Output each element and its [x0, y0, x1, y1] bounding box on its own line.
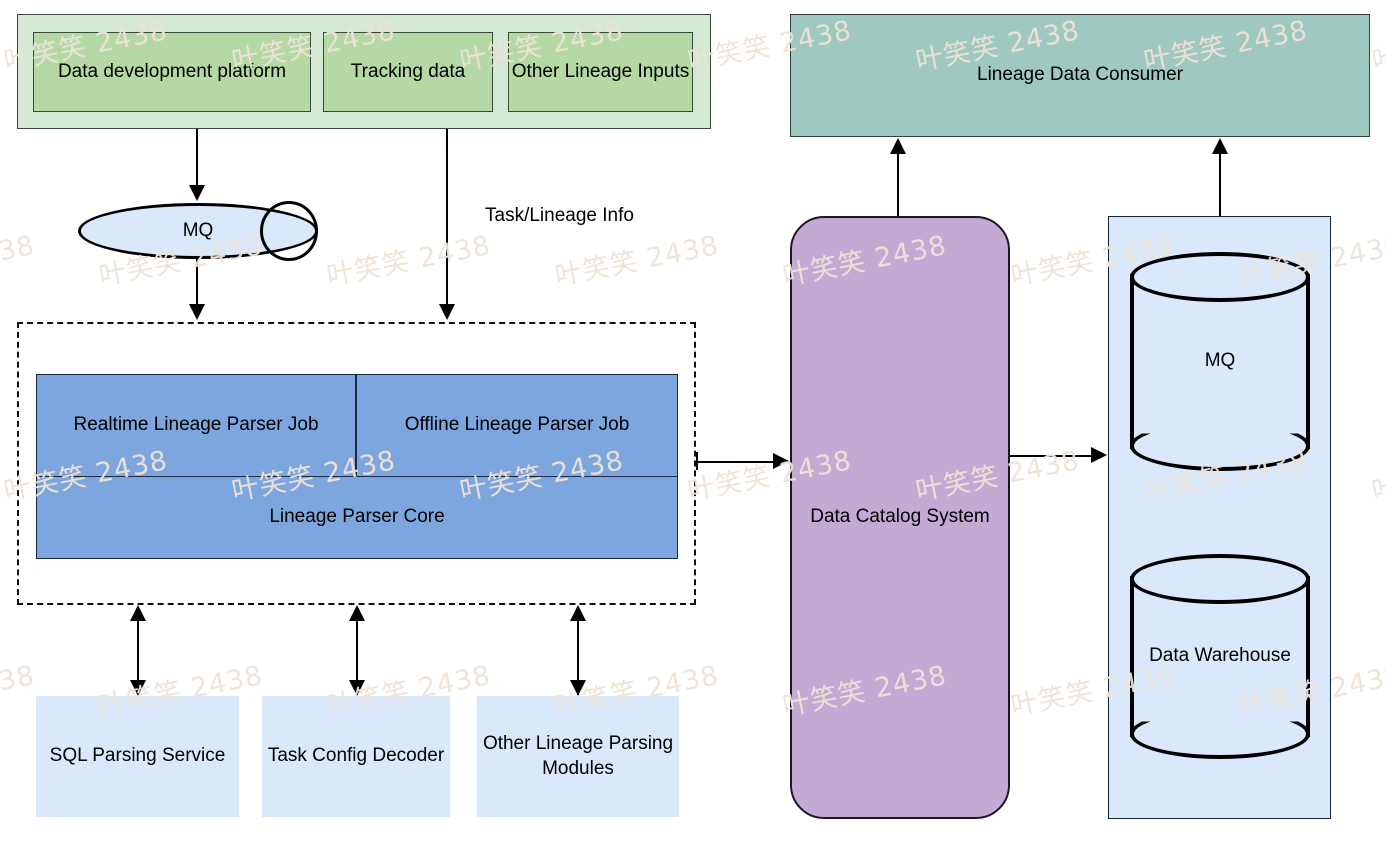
arrow-up-sql-parsing	[130, 605, 146, 621]
arrow-down-sql-parsing	[130, 680, 146, 696]
support-module-label: Task Config Decoder	[267, 745, 445, 767]
arrow-down-task-config	[349, 680, 365, 696]
storage-mq-body	[1130, 274, 1310, 449]
connector-tracking-to-parser	[446, 129, 448, 306]
connector-parser-to-other-modules	[577, 607, 579, 695]
connector-sources-to-mq	[196, 129, 198, 187]
storage-mq-top-ellipse	[1130, 252, 1310, 302]
arrow-sources-to-mq	[189, 185, 205, 201]
connector-parser-to-catalog	[696, 461, 774, 463]
connector-catalog-to-consumer	[897, 152, 899, 216]
source-label: Data development platform	[57, 60, 287, 82]
arrow-catalog-to-storage	[1091, 447, 1107, 463]
parser-job-label: Realtime Lineage Parser Job	[73, 414, 319, 436]
watermark-text: 叶笑笑 2438	[1369, 15, 1386, 78]
storage-data-warehouse-cylinder[interactable]: Data Warehouse	[1130, 554, 1310, 759]
connector-parser-to-sql-parsing	[137, 607, 139, 695]
connector-mq-to-parser	[196, 258, 198, 306]
storage-data-warehouse-top-ellipse	[1130, 554, 1310, 604]
source-box-other-lineage-inputs[interactable]: Other Lineage Inputs	[508, 32, 693, 112]
watermark-text: 叶笑笑 2438	[552, 230, 722, 293]
watermark-text: 叶笑笑 2438	[0, 230, 38, 292]
support-module-label: Other Lineage Parsing Modules	[482, 733, 674, 779]
watermark-text: 叶笑笑 2438	[324, 230, 494, 293]
lineage-data-consumer[interactable]: Lineage Data Consumer	[790, 14, 1370, 137]
arrow-mq-to-parser	[189, 304, 205, 320]
support-module-task-config-decoder[interactable]: Task Config Decoder	[262, 696, 450, 817]
arrow-up-other-modules	[570, 605, 586, 621]
lineage-data-consumer-label: Lineage Data Consumer	[977, 64, 1183, 86]
connector-catalog-to-storage	[1010, 455, 1092, 457]
mq-queue-end-cap	[260, 201, 318, 261]
source-box-data-development-platform[interactable]: Data development platform	[33, 32, 311, 112]
source-box-tracking-data[interactable]: Tracking data	[323, 32, 493, 112]
arrow-down-other-modules	[570, 680, 586, 696]
lineage-parser-zone	[17, 322, 696, 605]
parser-job-offline[interactable]: Offline Lineage Parser Job	[356, 374, 678, 477]
data-catalog-system[interactable]: Data Catalog System	[790, 216, 1010, 819]
parser-job-label: Offline Lineage Parser Job	[404, 414, 630, 436]
connector-parser-to-task-config	[356, 607, 358, 695]
lineage-parser-core[interactable]: Lineage Parser Core	[36, 476, 678, 559]
storage-data-warehouse-label: Data Warehouse	[1149, 645, 1291, 667]
source-label: Other Lineage Inputs	[511, 60, 690, 82]
lineage-parser-core-label: Lineage Parser Core	[269, 506, 445, 528]
data-catalog-system-label: Data Catalog System	[810, 506, 990, 528]
arrow-tracking-to-parser	[439, 304, 455, 320]
arrow-storage-to-consumer	[1212, 138, 1228, 154]
storage-mq-cylinder[interactable]: MQ	[1130, 252, 1310, 471]
arrow-parser-to-catalog	[773, 453, 789, 469]
arrow-catalog-to-consumer	[890, 138, 906, 154]
support-module-label: SQL Parsing Service	[49, 745, 226, 767]
connector-storage-to-consumer	[1219, 152, 1221, 216]
storage-mq-label: MQ	[1204, 350, 1236, 372]
watermark-text: 叶笑笑 2438	[0, 660, 38, 722]
arrow-up-task-config	[349, 605, 365, 621]
mq-queue-label: MQ	[182, 220, 214, 241]
source-label: Tracking data	[350, 60, 466, 82]
connector-parser-zone-tap	[696, 452, 698, 470]
watermark-text: 叶笑笑 2438	[1369, 445, 1386, 508]
support-module-other-lineage-parsing-modules[interactable]: Other Lineage Parsing Modules	[477, 696, 679, 817]
mq-queue-shape[interactable]: MQ	[78, 201, 318, 261]
parser-job-realtime[interactable]: Realtime Lineage Parser Job	[36, 374, 356, 477]
support-module-sql-parsing-service[interactable]: SQL Parsing Service	[36, 696, 239, 817]
edge-label-task-lineage-info: Task/Lineage Info	[485, 205, 634, 226]
